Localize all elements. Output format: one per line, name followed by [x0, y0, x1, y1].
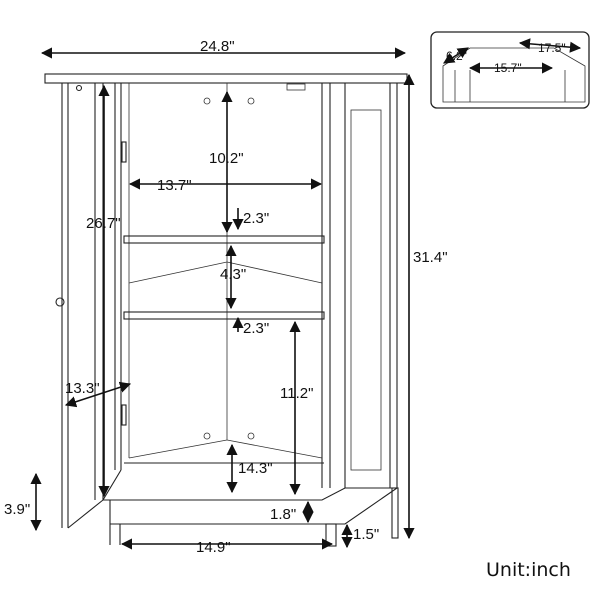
- label-shelf-thickness-upper: 2.3": [243, 210, 269, 227]
- hinge: [121, 404, 127, 426]
- label-width-top: 24.8": [200, 38, 235, 55]
- inset-side-label: 17.5": [538, 41, 566, 55]
- lower-shelf: [123, 311, 325, 320]
- label-shelf-thickness-lower: 2.3": [243, 320, 269, 337]
- label-middle-shelf-gap: 4.3": [220, 266, 246, 283]
- top-view-inset: 6.2" 17.5" 15.7": [430, 31, 590, 109]
- cabinet-base: [103, 487, 399, 547]
- hinge: [121, 141, 127, 163]
- open-door: [55, 83, 127, 529]
- dimension-lines: [30, 47, 415, 550]
- label-bottom-compartment: 11.2": [280, 385, 313, 402]
- inset-depth-label: 15.7": [494, 61, 522, 75]
- unit-label: Unit:inch: [486, 559, 571, 581]
- right-side-panel: [321, 83, 398, 488]
- label-base-height: 1.8": [270, 506, 296, 523]
- dimension-labels: 24.8" 10.2" 13.7" 26.7" 2.3" 4.3" 31.4" …: [4, 38, 571, 581]
- label-inner-width: 13.7": [157, 177, 192, 194]
- label-base-width: 14.9": [196, 539, 231, 556]
- label-top-shelf-height: 10.2": [209, 150, 244, 167]
- label-foot-height-left: 3.9": [4, 501, 30, 518]
- label-lower-inner: 14.3": [238, 460, 273, 477]
- cabinet-drawing: [44, 73, 408, 547]
- label-total-height: 31.4": [413, 249, 448, 266]
- upper-shelf: [123, 235, 325, 284]
- label-door-width: 13.3": [65, 380, 100, 397]
- label-door-height: 26.7": [86, 215, 121, 232]
- label-foot-height-right: 1.5": [353, 526, 379, 543]
- inset-front-label: 6.2": [446, 49, 467, 63]
- door-knob: [55, 297, 65, 307]
- cabinet-top: [44, 73, 408, 84]
